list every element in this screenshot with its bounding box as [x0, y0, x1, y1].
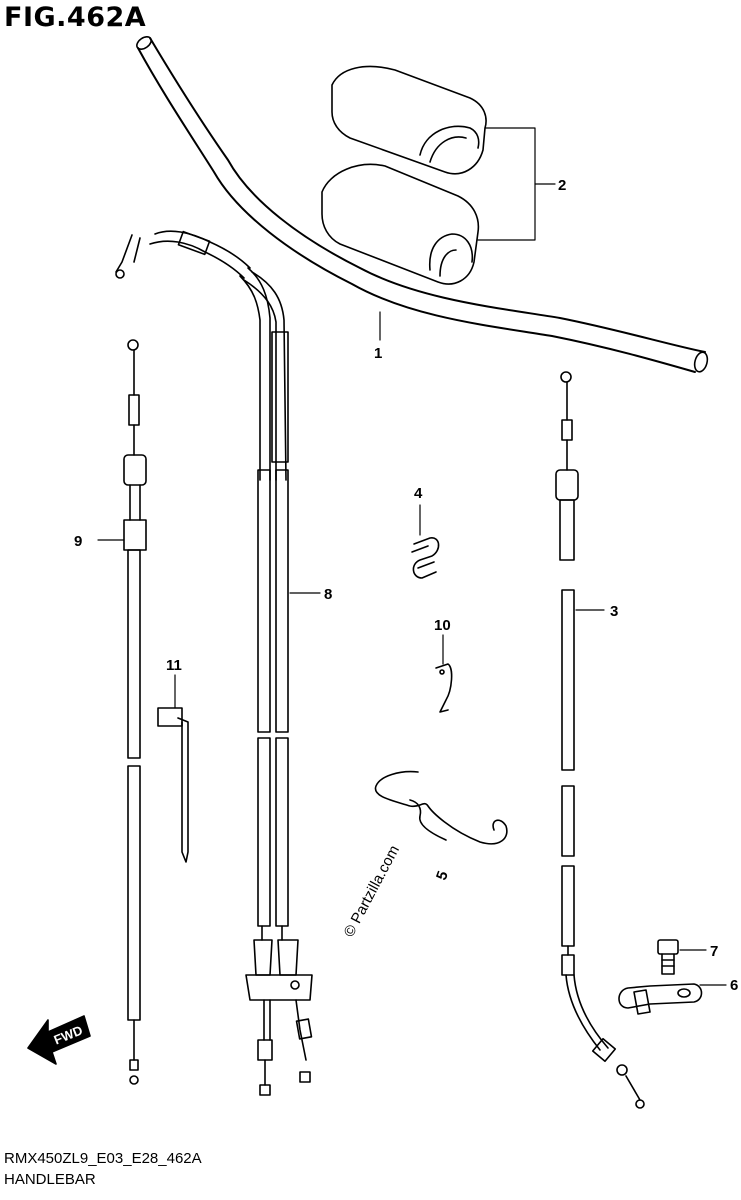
callout-9: 9 [74, 533, 82, 550]
callout-8: 8 [324, 586, 332, 603]
bolt[interactable] [657, 939, 679, 975]
callout-5: 5 [433, 869, 452, 883]
figure-name: HANDLEBAR [4, 1171, 96, 1188]
callout-11: 11 [166, 657, 182, 674]
watermark: © Partzilla.com [341, 843, 403, 940]
handlebar-pad-lower[interactable] [321, 163, 480, 285]
handlebar[interactable] [135, 34, 710, 373]
callout-1: 1 [374, 345, 382, 362]
figure-code: RMX450ZL9_E03_E28_462A [4, 1150, 202, 1167]
callout-7: 7 [710, 943, 718, 960]
callout-3: 3 [610, 603, 618, 620]
cable-clamp-10[interactable] [435, 663, 453, 713]
cable-clamp[interactable] [411, 537, 440, 579]
callout-6: 6 [730, 977, 738, 994]
figure-title: FIG.462A [4, 2, 147, 33]
hot-start-cable[interactable] [123, 339, 147, 1085]
fwd-arrow-icon [27, 1015, 91, 1065]
callout-4: 4 [414, 485, 423, 502]
callout-10: 10 [434, 617, 451, 634]
callout-2: 2 [558, 177, 566, 194]
bracket[interactable] [618, 983, 703, 1015]
clutch-cable[interactable] [555, 371, 645, 1109]
handlebar-pad-upper[interactable] [331, 65, 487, 175]
cable-tie[interactable] [157, 707, 189, 863]
wire-clip[interactable] [374, 770, 508, 845]
throttle-cable[interactable] [115, 230, 313, 1096]
